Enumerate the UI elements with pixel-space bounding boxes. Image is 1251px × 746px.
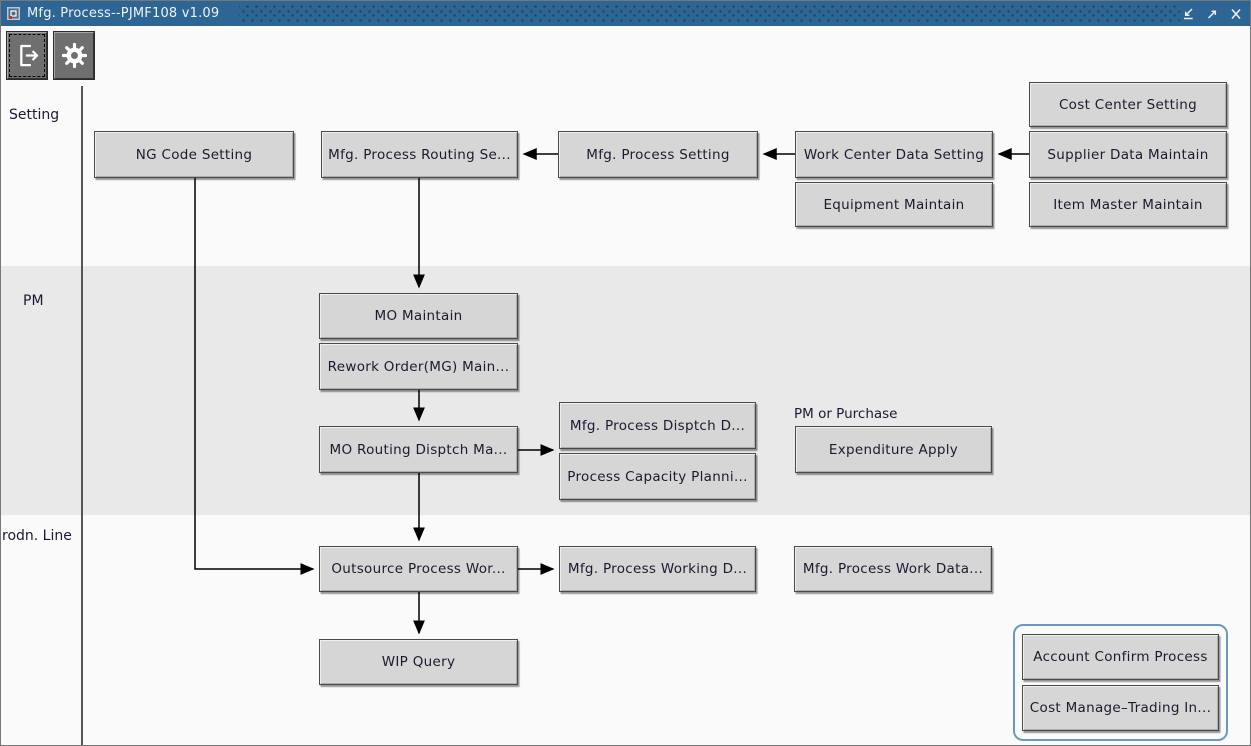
node-cost-manage-trading[interactable]: Cost Manage–Trading In...: [1022, 685, 1219, 731]
node-rework-order[interactable]: Rework Order(MG) Main...: [319, 343, 518, 390]
node-mfg-process-routing[interactable]: Mfg. Process Routing Se...: [321, 131, 518, 178]
close-icon[interactable]: [1229, 7, 1243, 21]
settings-button[interactable]: [54, 32, 94, 79]
exit-icon: [19, 44, 38, 67]
node-process-capacity-planning[interactable]: Process Capacity Planni...: [559, 453, 756, 500]
node-mo-maintain[interactable]: MO Maintain: [319, 293, 518, 339]
node-cost-center-setting[interactable]: Cost Center Setting: [1029, 82, 1227, 127]
minimize-icon[interactable]: [1181, 7, 1196, 21]
node-mfg-process-working[interactable]: Mfg. Process Working D...: [559, 546, 756, 592]
section-label-setting: Setting: [9, 107, 60, 123]
node-supplier-data-maintain[interactable]: Supplier Data Maintain: [1029, 131, 1227, 178]
node-ng-code-setting[interactable]: NG Code Setting: [94, 131, 294, 178]
app-icon: [7, 7, 20, 20]
section-divider-line: [81, 86, 83, 745]
node-mfg-process-setting[interactable]: Mfg. Process Setting: [558, 131, 758, 178]
node-account-confirm-process[interactable]: Account Confirm Process: [1022, 634, 1219, 680]
window-title: Mfg. Process--PJMF108 v1.09: [27, 6, 220, 21]
exit-button[interactable]: [7, 32, 47, 79]
titlebar: Mfg. Process--PJMF108 v1.09: [1, 1, 1250, 26]
node-mfg-process-disptch[interactable]: Mfg. Process Disptch D...: [559, 402, 756, 449]
settings-gear-icon: [61, 42, 87, 69]
section-label-prodn-line: rodn. Line: [2, 528, 72, 544]
node-work-center-data-setting[interactable]: Work Center Data Setting: [795, 131, 993, 178]
restore-icon[interactable]: [1205, 7, 1220, 21]
node-wip-query[interactable]: WIP Query: [319, 639, 518, 685]
account-group-box: [1013, 624, 1228, 741]
node-item-master-maintain[interactable]: Item Master Maintain: [1029, 182, 1227, 227]
node-expenditure-apply[interactable]: Expenditure Apply: [795, 426, 992, 473]
node-equipment-maintain[interactable]: Equipment Maintain: [795, 182, 993, 227]
node-mo-routing-disptch[interactable]: MO Routing Disptch Ma...: [319, 426, 518, 473]
node-mfg-process-work-data[interactable]: Mfg. Process Work Data...: [794, 546, 992, 592]
titlebar-texture: [239, 5, 1180, 22]
node-outsource-process[interactable]: Outsource Process Wor...: [319, 546, 518, 592]
section-label-pm: PM: [23, 293, 44, 309]
pm-or-purchase-label: PM or Purchase: [794, 406, 898, 422]
